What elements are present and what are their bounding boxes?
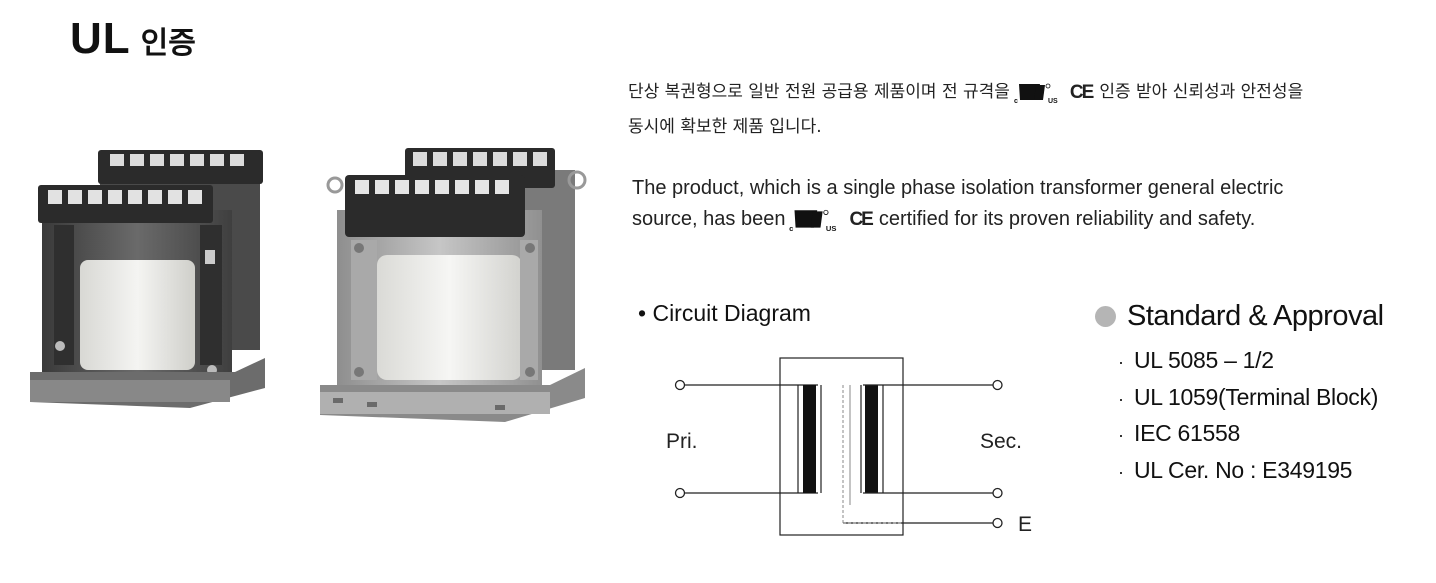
svg-text:US: US bbox=[1048, 98, 1058, 105]
description-english: The product, which is a single phase iso… bbox=[632, 173, 1412, 235]
svg-text:US: US bbox=[826, 223, 837, 232]
ul-listed-icon: c US bbox=[1014, 83, 1058, 105]
core-enclosure bbox=[779, 357, 904, 536]
description-korean-text-2: 인증 받아 신뢰성과 안전성을 bbox=[1099, 82, 1304, 102]
description-korean: 단상 복권형으로 일반 전원 공급용 제품이며 전 규격을 c US CE 인증… bbox=[628, 75, 1388, 145]
secondary-terminal-top bbox=[992, 379, 1003, 391]
standards-list: ·UL 5085 – 1/2 ·UL 1059(Terminal Block) … bbox=[1118, 342, 1378, 488]
transformer-photo-dark bbox=[30, 150, 265, 408]
secondary-terminal-bottom bbox=[992, 487, 1003, 499]
earth-terminal bbox=[992, 517, 1003, 529]
circuit-title-text: Circuit Diagram bbox=[652, 300, 811, 326]
description-english-line-2: source, has been c US CE certified for i… bbox=[632, 204, 1412, 235]
circuit-diagram-title: • Circuit Diagram bbox=[638, 300, 811, 327]
standards-item: ·UL 5085 – 1/2 bbox=[1118, 347, 1274, 373]
page-title: UL 인증 bbox=[70, 14, 196, 64]
secondary-winding bbox=[865, 385, 878, 493]
description-korean-line-2: 동시에 확보한 제품 입니다. bbox=[628, 110, 1388, 145]
svg-text:c: c bbox=[1014, 98, 1018, 105]
ce-mark-icon: CE bbox=[849, 209, 873, 230]
secondary-label: Sec. bbox=[980, 430, 1022, 453]
description-korean-line-1: 단상 복권형으로 일반 전원 공급용 제품이며 전 규격을 c US CE 인증… bbox=[628, 75, 1388, 110]
description-english-text-1: The product, which is a single phase iso… bbox=[632, 177, 1284, 199]
title-certification: 인증 bbox=[140, 26, 196, 61]
transformer-photo-open bbox=[320, 148, 587, 422]
description-english-line-1: The product, which is a single phase iso… bbox=[632, 173, 1412, 204]
earth-label: E bbox=[1018, 513, 1032, 536]
primary-winding bbox=[803, 385, 816, 493]
standards-title: Standard & Approval bbox=[1095, 300, 1384, 333]
standards-title-text: Standard & Approval bbox=[1127, 300, 1384, 332]
description-english-text-2: source, has been bbox=[632, 208, 786, 230]
primary-label: Pri. bbox=[666, 430, 698, 453]
gray-dot-icon bbox=[1095, 306, 1116, 327]
description-english-text-3: certified for its proven reliability and… bbox=[878, 208, 1256, 230]
standards-item: ·UL 1059(Terminal Block) bbox=[1118, 383, 1379, 410]
circuit-bullet: • bbox=[638, 300, 647, 326]
ce-mark-icon: CE bbox=[1069, 82, 1094, 103]
svg-text:c: c bbox=[790, 223, 794, 232]
ul-listed-icon: c US bbox=[790, 209, 837, 232]
title-ul: UL bbox=[70, 14, 131, 63]
description-korean-text-1: 단상 복권형으로 일반 전원 공급용 제품이며 전 규격을 bbox=[628, 82, 1010, 102]
primary-terminal-bottom bbox=[674, 487, 686, 499]
primary-terminal-top bbox=[674, 379, 686, 391]
description-korean-text-3: 동시에 확보한 제품 입니다. bbox=[628, 117, 822, 137]
standards-item: ·IEC 61558 bbox=[1118, 420, 1240, 446]
circuit-diagram: Pri. Sec. E bbox=[666, 357, 1032, 536]
standards-item: ·UL Cer. No : E349195 bbox=[1118, 456, 1353, 483]
